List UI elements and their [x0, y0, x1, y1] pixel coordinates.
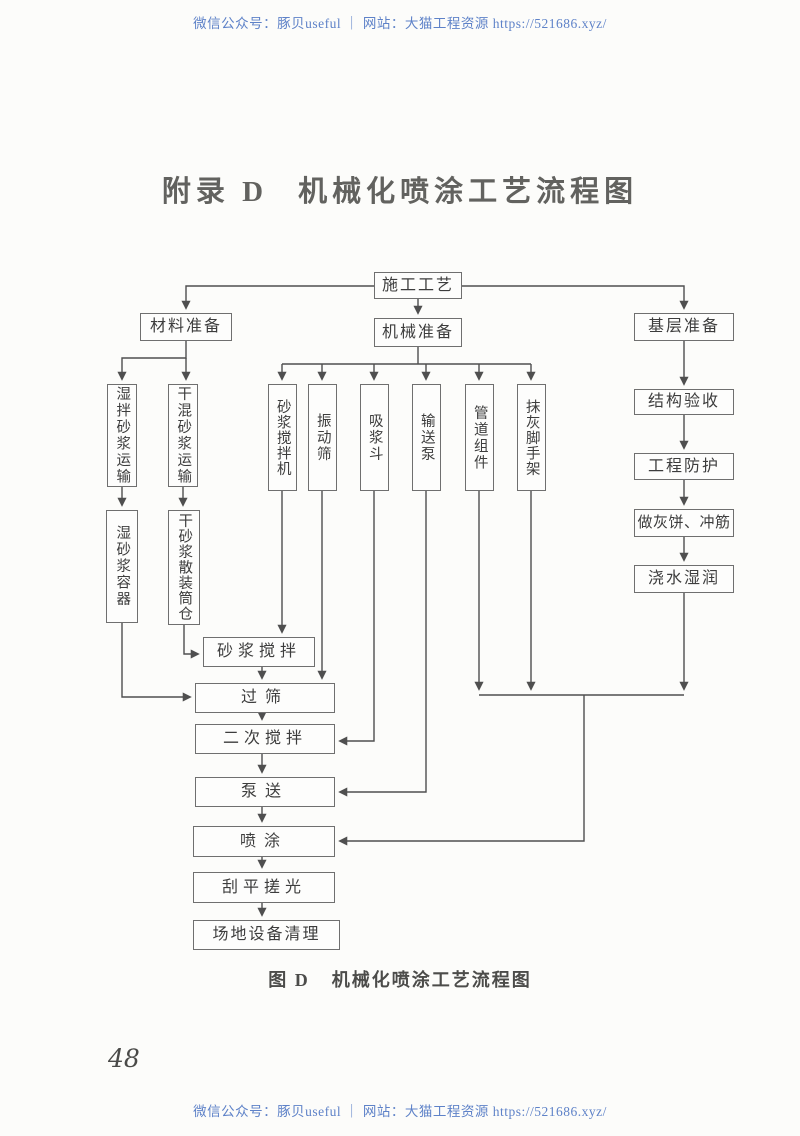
node-guandao: 管道组件 — [465, 384, 494, 491]
node-qingli: 场地设备清理 — [193, 920, 340, 950]
figure-caption-prefix: 图 D — [268, 970, 310, 990]
appendix-title: 附录 D 机械化喷涂工艺流程图 — [0, 168, 800, 210]
appendix-title-prefix: 附录 D — [161, 176, 269, 208]
appendix-title-main: 机械化喷涂工艺流程图 — [298, 176, 639, 208]
node-zhendongshai: 振动筛 — [308, 384, 337, 491]
page-footer-watermark: 微信公众号：豚贝useful ｜ 网站：大猫工程资源 https://52168… — [193, 1104, 607, 1119]
node-jiaobanji: 砂浆搅拌机 — [268, 384, 297, 491]
page-header-watermark: 微信公众号：豚贝useful ｜ 网站：大猫工程资源 https://52168… — [193, 16, 607, 31]
node-fanghu: 工程防护 — [634, 453, 734, 480]
node-bengsong: 泵送 — [195, 777, 335, 807]
node-cailiao: 材料准备 — [140, 313, 232, 341]
node-xijiangdou: 吸浆斗 — [360, 384, 389, 491]
node-pentu: 喷涂 — [193, 826, 335, 857]
node-jiegou: 结构验收 — [634, 389, 734, 415]
figure-caption: 图 D 机械化喷涂工艺流程图 — [0, 966, 800, 992]
node-guoshai: 过筛 — [195, 683, 335, 713]
node-huibing: 做灰饼、冲筋 — [634, 509, 734, 537]
node-gancang: 干砂浆散装筒仓 — [168, 510, 200, 625]
node-shirongqi: 湿砂浆容器 — [106, 510, 138, 623]
node-shibanyunshu: 湿拌砂浆运输 — [107, 384, 137, 487]
node-ganhunyunshu: 干混砂浆运输 — [168, 384, 198, 487]
node-jiaoban: 砂浆搅拌 — [203, 637, 315, 667]
node-jiceng: 基层准备 — [634, 313, 734, 341]
node-jiaoshoujia: 抹灰脚手架 — [517, 384, 546, 491]
figure-caption-main: 机械化喷涂工艺流程图 — [331, 970, 532, 990]
node-shigong: 施工工艺 — [374, 272, 462, 299]
node-jiaoshui: 浇水湿润 — [634, 565, 734, 593]
node-erci: 二次搅拌 — [195, 724, 335, 754]
node-jixie: 机械准备 — [374, 318, 462, 347]
page-number: 48 — [108, 1044, 140, 1073]
node-shusongbeng: 输送泵 — [412, 384, 441, 491]
node-guaping: 刮平搓光 — [193, 872, 335, 903]
